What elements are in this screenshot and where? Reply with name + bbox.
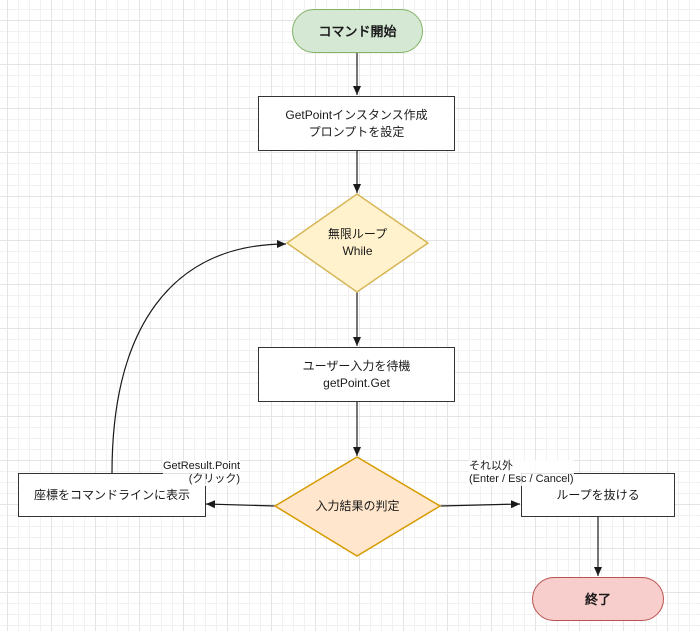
decision-loop[interactable]: 無限ループ While xyxy=(287,194,428,292)
process-create-line-2: プロンプトを設定 xyxy=(308,124,405,139)
start-node[interactable]: コマンド開始 xyxy=(292,9,423,53)
edge-label-otherwise: それ以外 (Enter / Esc / Cancel) xyxy=(469,460,574,486)
decision-loop-line-2: While xyxy=(342,244,373,258)
process-wait-line-2: getPoint.Get xyxy=(323,375,390,390)
end-node[interactable]: 終了 xyxy=(532,577,664,621)
decision-loop-line-1: 無限ループ xyxy=(327,227,388,241)
edge-judge-to-exit xyxy=(439,500,521,509)
edge-label-getresult-point: GetResult.Point (クリック) xyxy=(163,460,241,486)
decision-loop-shape xyxy=(285,193,430,293)
process-create-line-1: GetPointインスタンス作成 xyxy=(285,107,428,122)
decision-judge[interactable]: 入力結果の判定 xyxy=(275,457,440,556)
edge-label-getresult-line-2: (クリック) xyxy=(188,473,241,485)
edge-label-otherwise-line-2: (Enter / Esc / Cancel) xyxy=(469,473,574,485)
process-create-getpoint[interactable]: GetPointインスタンス作成 プロンプトを設定 xyxy=(258,96,455,151)
process-show-line-1: 座標をコマンドラインに表示 xyxy=(33,487,190,502)
process-wait-input[interactable]: ユーザー入力を待機 getPoint.Get xyxy=(258,347,455,402)
end-node-label: 終了 xyxy=(584,591,611,607)
edge-label-otherwise-line-1: それ以外 xyxy=(469,460,513,472)
process-show-coordinates[interactable]: 座標をコマンドラインに表示 xyxy=(18,473,206,517)
edge-show-to-loop xyxy=(111,240,287,474)
edge-label-getresult-line-1: GetResult.Point xyxy=(163,460,241,472)
process-wait-line-1: ユーザー入力を待機 xyxy=(302,358,411,373)
edge-judge-to-show xyxy=(205,500,276,509)
start-node-label: コマンド開始 xyxy=(318,23,397,39)
decision-judge-line-1: 入力結果の判定 xyxy=(315,499,400,513)
decision-judge-shape xyxy=(273,456,442,557)
process-exit-line-1: ループを抜ける xyxy=(556,487,640,502)
